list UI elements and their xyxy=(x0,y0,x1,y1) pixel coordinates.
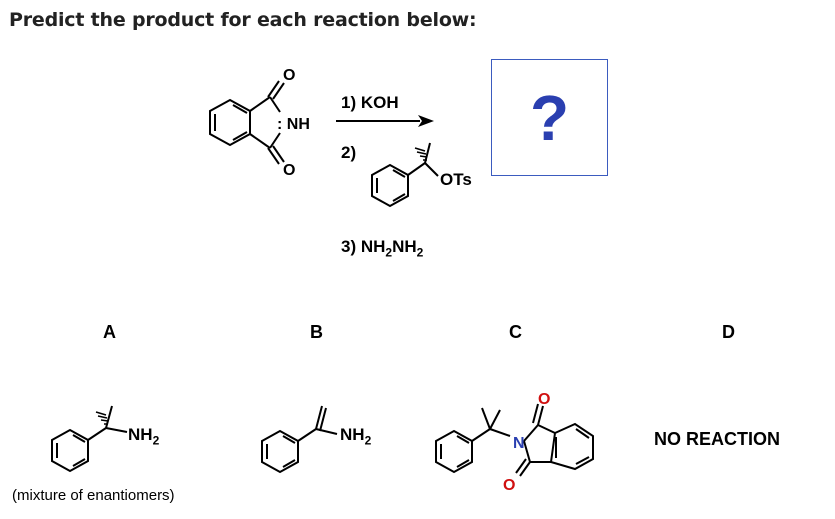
arrow-head xyxy=(418,115,434,127)
choice-d-text: NO REACTION xyxy=(654,429,780,449)
choice-a-amine: NH2 xyxy=(128,425,159,447)
step-3-sub-2: 2 xyxy=(416,245,424,260)
phthalimide-oxygen-bottom: O xyxy=(283,162,295,179)
choice-a-structure xyxy=(51,405,128,473)
choice-a-letter: A xyxy=(103,322,116,342)
ots-label: OTs xyxy=(440,170,472,189)
choice-b-amine: NH2 xyxy=(340,425,371,447)
step-3-label: 3) NH2NH2 xyxy=(341,237,423,259)
choice-c-oxygen-top: O xyxy=(538,391,550,408)
step-3-prefix: 3) NH xyxy=(341,237,386,256)
question-mark: ? xyxy=(529,82,570,154)
phthalimide-nh-label: : NH xyxy=(277,116,310,133)
hash-wedge-methyl xyxy=(414,147,428,161)
step-1-label: 1) KOH xyxy=(341,93,399,112)
choice-b-nh: NH xyxy=(340,425,365,444)
choice-d-letter: D xyxy=(722,322,735,342)
choice-a-note: (mixture of enantiomers) xyxy=(12,487,175,504)
choice-c-letter: C xyxy=(509,322,522,342)
choice-c-structure xyxy=(435,403,594,477)
page-title: Predict the product for each reaction be… xyxy=(9,9,477,31)
choice-b-structure xyxy=(261,405,338,474)
choice-b-sub: 2 xyxy=(364,433,372,448)
choice-c-oxygen-bottom: O xyxy=(503,477,515,494)
phthalimide-structure xyxy=(209,80,285,165)
tosylate-structure xyxy=(371,142,439,208)
unknown-product-box: ? xyxy=(491,59,608,176)
choice-a-hash-wedge xyxy=(95,411,109,425)
step-2-label: 2) xyxy=(341,143,357,162)
choice-a-nh: NH xyxy=(128,425,153,444)
phthalimide-oxygen-top: O xyxy=(283,67,295,84)
step-3-mid: NH xyxy=(392,237,417,256)
choice-c-nitrogen: N xyxy=(513,435,525,452)
step-3-sub-1: 2 xyxy=(385,245,393,260)
choice-b-letter: B xyxy=(310,322,323,342)
choice-a-sub: 2 xyxy=(152,433,160,448)
